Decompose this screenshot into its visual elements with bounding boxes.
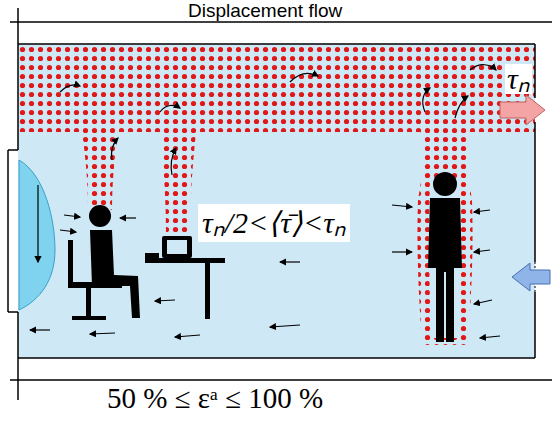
exhaust-time-label: τₙ [505,64,532,94]
efficiency-caption: 50 % ≤ εᵃ ≤ 100 % [107,384,323,413]
mean-age-range: τₙ/2<⟨τ̄⟩<τₙ [198,204,350,242]
diagram-title: Displacement flow [185,1,345,20]
